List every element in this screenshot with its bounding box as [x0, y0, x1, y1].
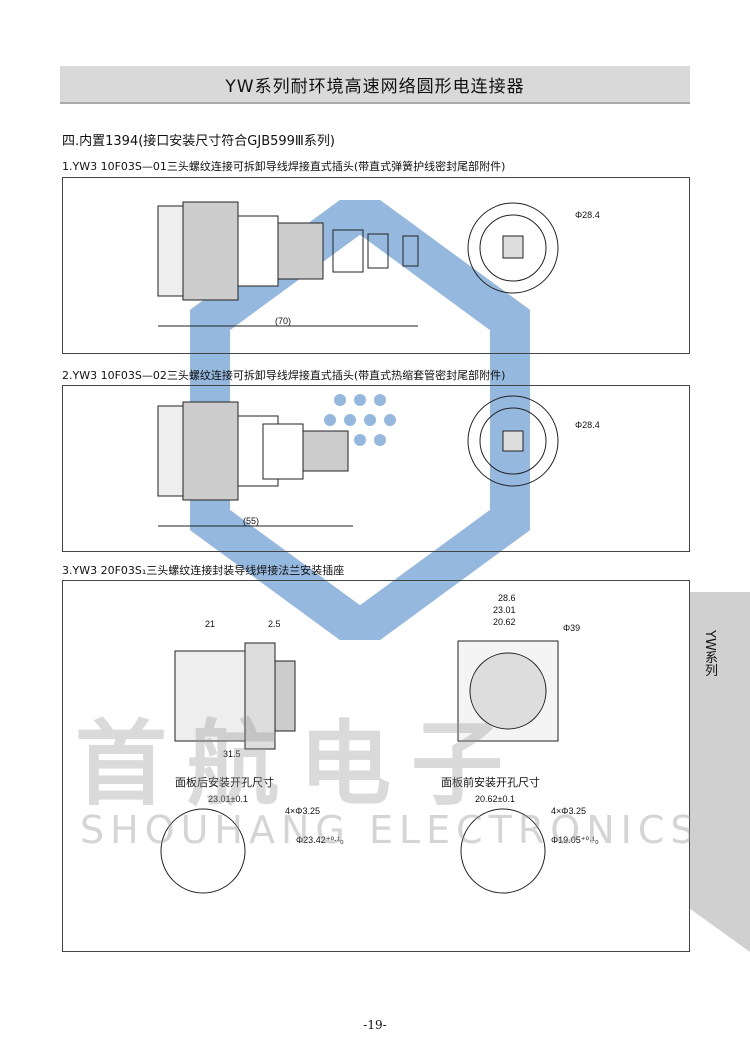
- length-dim: (55): [243, 516, 259, 526]
- front-hole-dia: Φ19.05⁺⁰·¹₀: [551, 835, 599, 845]
- diameter-dim: Φ28.4: [575, 420, 600, 430]
- front-holes: 4×Φ3.25: [551, 806, 586, 816]
- front-mount-title: 面板前安装开孔尺寸: [441, 775, 540, 789]
- dim-23.01: 23.01: [493, 605, 516, 615]
- length-dim: (70): [275, 316, 291, 326]
- item-1-label: 1.YW3 10F03S—01三头螺纹连接可拆卸导线焊接直式插头(带直式弹簧护线…: [62, 160, 506, 173]
- dim-2.5: 2.5: [268, 619, 281, 629]
- side-tab-label: YW系列: [702, 630, 717, 677]
- item-2-drawing: (55) Φ28.4: [62, 385, 690, 552]
- side-tab: [690, 592, 750, 952]
- page-header: YW系列耐环境高速网络圆形电连接器: [60, 66, 690, 104]
- item-1-drawing: (70) Φ28.4: [62, 177, 690, 354]
- item-2-label: 2.YW3 10F03S—02三头螺纹连接可拆卸导线焊接直式插头(带直式热缩套管…: [62, 369, 506, 382]
- item-3-drawing: 21 2.5 31.5 28.6 23.01 20.62 Φ39 面板后安装开孔…: [62, 580, 690, 952]
- diameter-dim: Φ28.4: [575, 210, 600, 220]
- dim-31.5: 31.5: [223, 749, 241, 759]
- front-spacing: 20.62±0.1: [475, 794, 515, 804]
- dim-phi39: Φ39: [563, 623, 580, 633]
- watermark-cn: 首航电子: [75, 711, 524, 818]
- dim-20.62: 20.62: [493, 617, 516, 627]
- rear-holes: 4×Φ3.25: [285, 806, 320, 816]
- dim-28.6: 28.6: [498, 593, 516, 603]
- section-title: 四.内置1394(接口安装尺寸符合GJB599Ⅲ系列): [62, 134, 335, 149]
- page-title: YW系列耐环境高速网络圆形电连接器: [225, 76, 525, 97]
- rear-mount-title: 面板后安装开孔尺寸: [175, 775, 274, 789]
- rear-spacing: 23.01±0.1: [208, 794, 248, 804]
- watermark-en: SHOUHANG ELECTRONICS: [80, 808, 701, 852]
- page-number: -19-: [363, 1018, 387, 1032]
- dim-21: 21: [205, 619, 215, 629]
- rear-hole-dia: Φ23.42⁺⁰·¹₀: [296, 835, 344, 845]
- item-3-label: 3.YW3 20F03S₁三头螺纹连接封装导线焊接法兰安装插座: [62, 564, 345, 577]
